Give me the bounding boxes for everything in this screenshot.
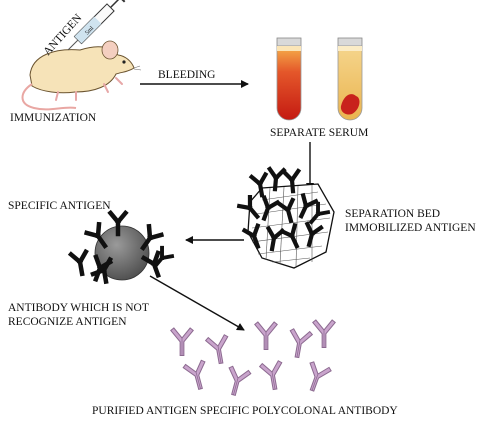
specific-antigen-label: SPECIFIC ANTIGEN: [8, 200, 111, 212]
syringe-icon: 5ml: [67, 0, 126, 51]
svg-text:5ml: 5ml: [84, 25, 95, 36]
separate-serum-label: SEPARATE SERUM: [270, 127, 368, 139]
not-recognize-label-1: ANTIBODY WHICH IS NOT: [8, 302, 149, 314]
antigen-sphere: [87, 213, 162, 282]
separation-bed-label-1: SEPARATION BED: [345, 208, 440, 220]
bleeding-label: BLEEDING: [158, 69, 216, 81]
blood-tube: [276, 37, 302, 121]
separation-bed-label-2: IMMOBILIZED ANTIGEN: [345, 222, 476, 234]
serum-tube: [337, 37, 363, 121]
not-recognize-label-2: RECOGNIZE ANTIGEN: [8, 316, 127, 328]
antigen-to-purified-arrow: [149, 275, 245, 331]
immunization-label: IMMUNIZATION: [10, 112, 97, 124]
mouse-illustration: [21, 40, 142, 111]
purified-antibodies: [170, 319, 336, 399]
separation-bed: [239, 169, 335, 269]
purified-label: PURIFIED ANTIGEN SPECIFIC POLYCOLONAL AN…: [92, 405, 398, 417]
